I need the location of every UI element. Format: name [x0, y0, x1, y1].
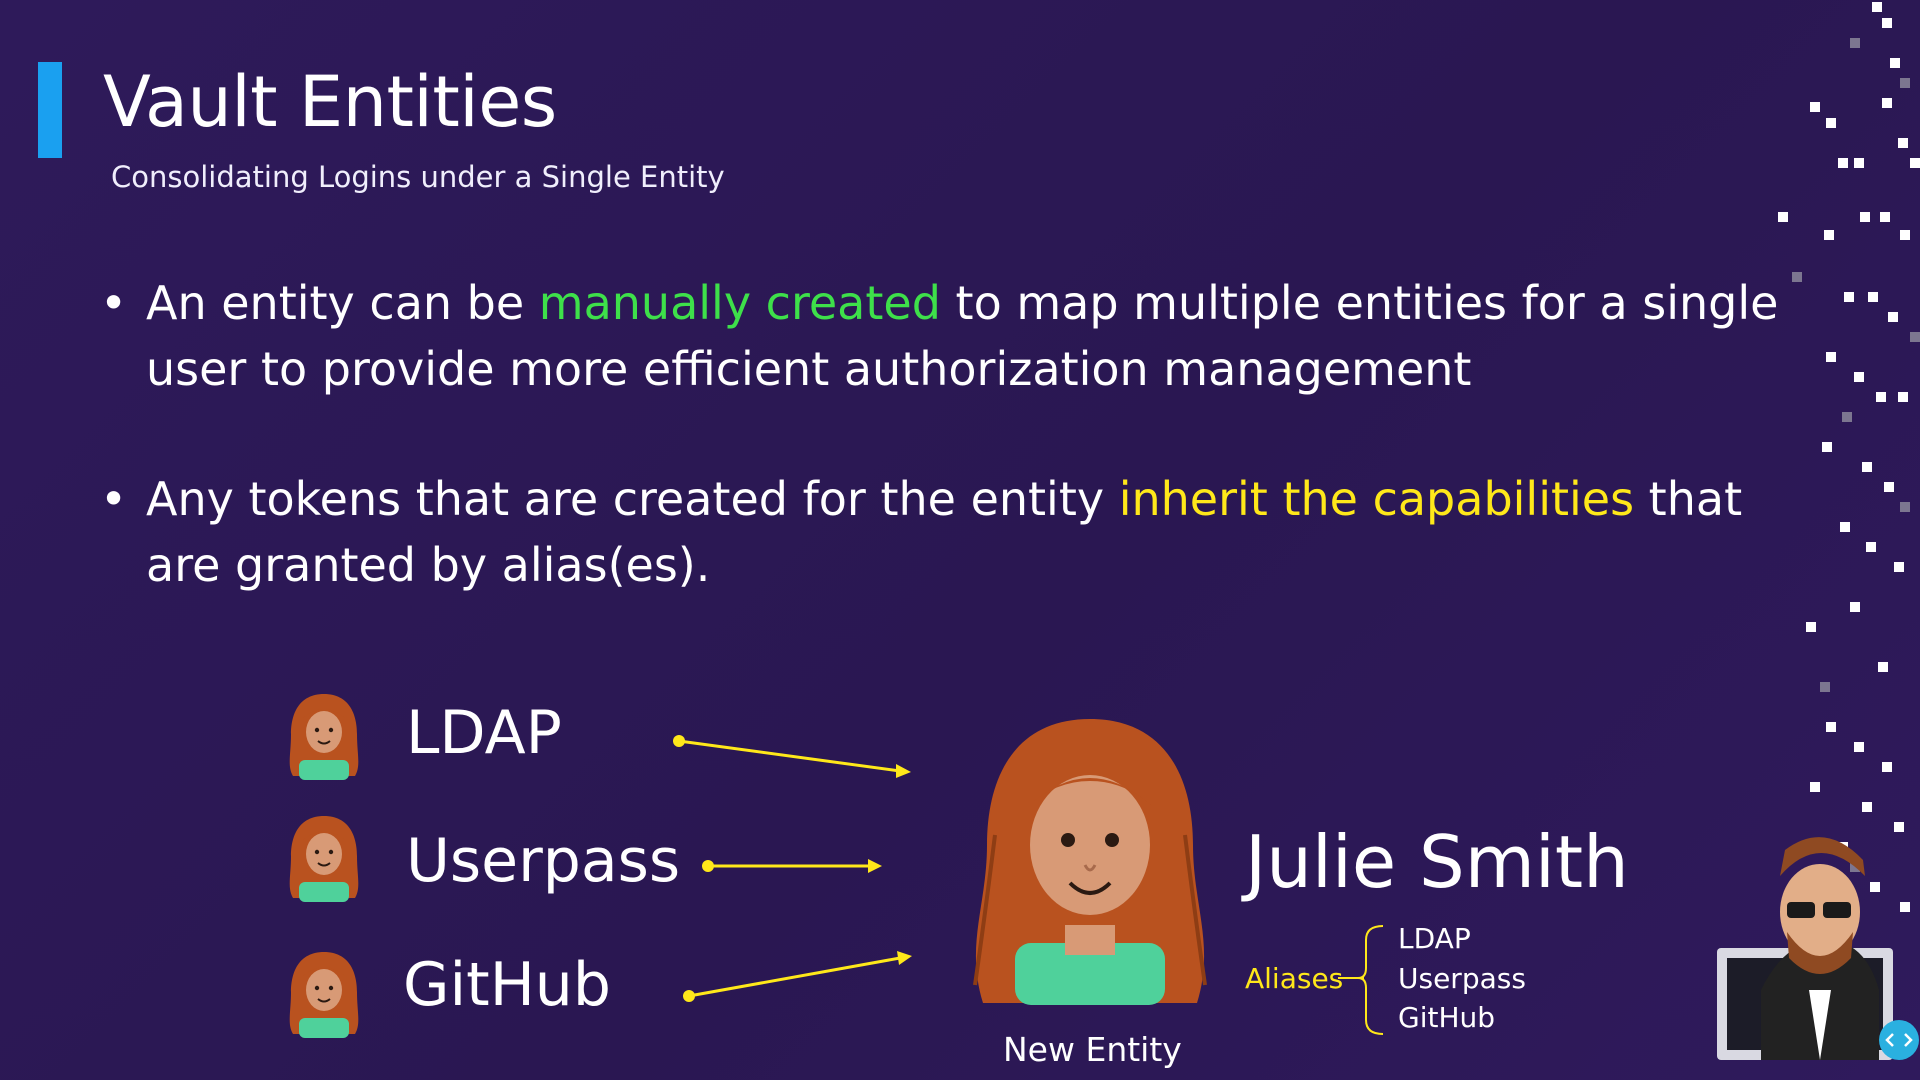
bullet-dot-icon: • — [100, 472, 128, 526]
title-accent-bar — [38, 62, 62, 158]
bullet-2-highlight: inherit the capabilities — [1118, 472, 1635, 526]
user-avatar-userpass-icon — [289, 816, 359, 902]
arrow-userpass-icon — [702, 859, 882, 873]
entity-caption: New Entity — [1003, 1030, 1182, 1069]
decorative-dot-matrix — [1778, 2, 1920, 912]
alias-item-github: GitHub — [1398, 1001, 1496, 1034]
user-avatar-ldap-icon — [289, 694, 359, 780]
user-avatar-github-icon — [289, 952, 359, 1038]
bullet-2-text-after: that are granted by alias(es). — [146, 472, 1743, 592]
slide-subtitle: Consolidating Logins under a Single Enti… — [111, 160, 725, 194]
aliases-bracket-icon — [1338, 925, 1384, 1035]
slide-title: Vault Entities — [103, 61, 557, 143]
bullet-list: • An entity can be manually created to m… — [100, 270, 1780, 662]
presenter-avatar-icon — [1717, 837, 1919, 1060]
bullet-1-highlight: manually created — [538, 276, 941, 330]
bullet-1-text-before: An entity can be — [146, 276, 539, 330]
alias-item-userpass: Userpass — [1398, 962, 1526, 995]
aliases-label: Aliases — [1245, 962, 1344, 995]
bullet-item-1: • An entity can be manually created to m… — [100, 270, 1780, 402]
alias-item-ldap: LDAP — [1398, 922, 1471, 955]
entity-avatar-icon — [973, 719, 1207, 1005]
bullet-dot-icon: • — [100, 276, 128, 330]
source-label-github: GitHub — [403, 950, 611, 1020]
arrow-ldap-icon — [673, 735, 911, 778]
bullet-2-text-before: Any tokens that are created for the enti… — [146, 472, 1119, 526]
source-label-userpass: Userpass — [406, 826, 681, 896]
bullet-item-2: • Any tokens that are created for the en… — [100, 466, 1780, 598]
source-label-ldap: LDAP — [406, 698, 562, 768]
bullet-1-text-after: to map multiple entities for a single us… — [146, 276, 1779, 396]
entity-name: Julie Smith — [1245, 820, 1629, 904]
arrow-github-icon — [683, 951, 912, 1002]
